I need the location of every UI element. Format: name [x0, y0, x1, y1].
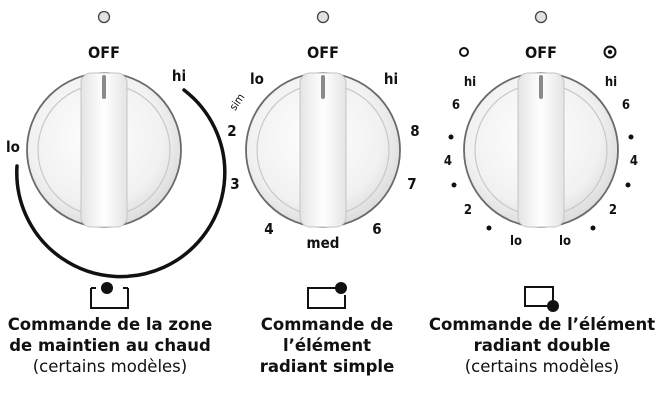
tick-dot-icon — [590, 225, 596, 231]
dual-element-knob[interactable] — [463, 72, 619, 228]
single-element-knob[interactable] — [245, 72, 401, 228]
dual-element-position-icon — [524, 286, 559, 312]
warming-zone-control: OFF hi lo — [6, 10, 227, 279]
hi-right-label: hi — [605, 75, 617, 90]
sim-label: sim — [227, 91, 248, 113]
caption-line: Commande de l’élément — [428, 315, 656, 334]
single-element-position-icon — [307, 282, 347, 309]
caption-line: de maintien au chaud — [9, 336, 211, 355]
caption-line: radiant double — [473, 336, 611, 355]
warming-zone-knob[interactable] — [26, 72, 182, 228]
setting-6-left-label: 6 — [452, 98, 460, 113]
caption-note: (certains modèles) — [464, 357, 620, 376]
off-label: OFF — [307, 43, 339, 62]
caption-line: radiant simple — [259, 357, 395, 376]
setting-3-label: 3 — [230, 175, 239, 193]
off-label: OFF — [88, 43, 120, 62]
dual-element-control: OFF hi 6 4 2 lo lo 2 4 6 hi — [444, 10, 638, 249]
caption-line: Commande de la zone — [7, 315, 213, 334]
tick-dot-icon — [486, 225, 492, 231]
caption-note: (certains modèles) — [32, 357, 188, 376]
warming-zone-position-icon — [90, 282, 129, 309]
setting-6-right-label: 6 — [622, 98, 630, 113]
setting-4-label: 4 — [264, 220, 273, 238]
med-label: med — [307, 234, 340, 252]
heat-range-arc-icon — [15, 88, 227, 279]
single-ring-icon — [459, 47, 469, 57]
caption-line: Commande de — [260, 315, 394, 334]
caption-line: l’élément — [283, 336, 371, 355]
tick-dot-icon — [628, 134, 634, 140]
hi-label: hi — [384, 70, 398, 88]
setting-6-label: 6 — [372, 220, 381, 238]
setting-2-right-label: 2 — [609, 203, 617, 218]
indicator-light-icon — [316, 10, 330, 24]
setting-2-label: 2 — [227, 122, 236, 140]
hi-label: hi — [172, 67, 186, 85]
dual-element-caption: Commande de l’élément radiant double (ce… — [427, 314, 657, 377]
tick-dot-icon — [448, 134, 454, 140]
setting-7-label: 7 — [407, 175, 416, 193]
single-element-control: OFF lo sim hi 2 3 4 med 6 7 8 — [227, 10, 420, 252]
warming-zone-caption: Commande de la zone de maintien au chaud… — [0, 314, 225, 377]
indicator-light-icon — [534, 10, 548, 24]
hi-left-label: hi — [464, 75, 476, 90]
double-ring-icon — [603, 45, 617, 59]
setting-8-label: 8 — [410, 122, 419, 140]
tick-dot-icon — [625, 182, 631, 188]
setting-2-left-label: 2 — [464, 203, 472, 218]
tick-dot-icon — [451, 182, 457, 188]
setting-4-left-label: 4 — [444, 154, 452, 169]
lo-label: lo — [6, 138, 20, 156]
off-label: OFF — [525, 43, 557, 62]
single-element-caption: Commande de l’élément radiant simple — [212, 314, 442, 377]
lo-left-label: lo — [510, 234, 522, 249]
setting-4-right-label: 4 — [630, 154, 638, 169]
lo-label: lo — [250, 70, 264, 88]
indicator-light-icon — [97, 10, 111, 24]
lo-right-label: lo — [559, 234, 571, 249]
